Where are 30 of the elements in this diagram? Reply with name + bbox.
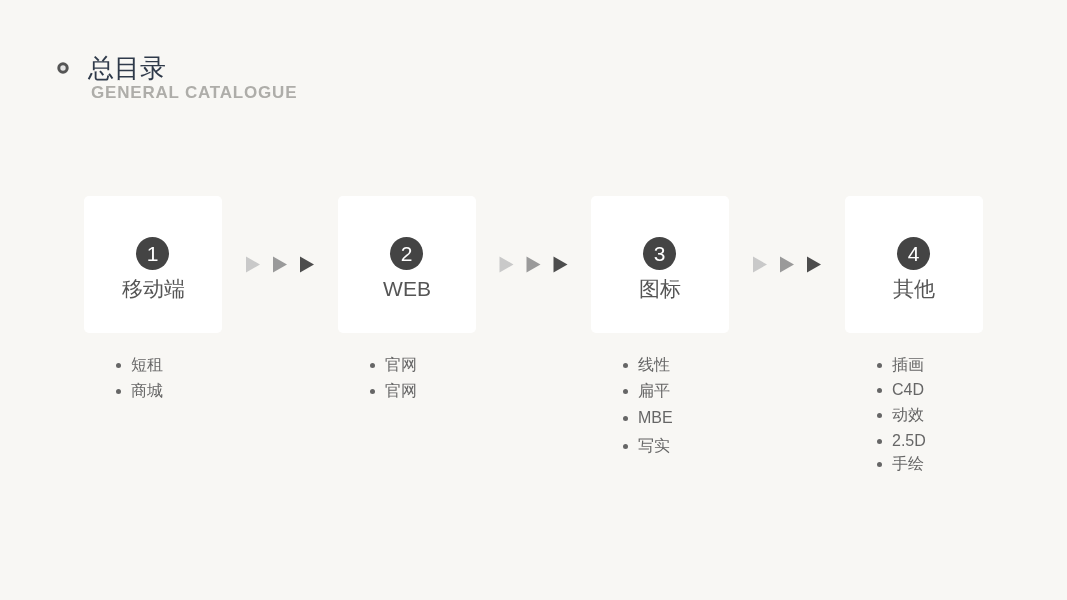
list-item: 写实 xyxy=(638,436,670,456)
subtitle: GENERAL CATALOGUE xyxy=(91,83,298,103)
chevron-arrow xyxy=(246,256,314,273)
category-card xyxy=(591,196,729,333)
list-item: 线性 xyxy=(638,355,670,375)
number-badge: 2 xyxy=(390,237,423,270)
list-item: 官网 xyxy=(385,381,417,401)
list-item: C4D xyxy=(892,380,924,400)
title: 总目录 xyxy=(88,52,166,85)
category-card xyxy=(845,196,983,333)
list-item: 商城 xyxy=(131,381,163,401)
category-title: 移动端 xyxy=(120,276,186,302)
list-item: 手绘 xyxy=(892,454,924,474)
category-title: 其他 xyxy=(892,276,936,302)
list-item: 短租 xyxy=(131,355,163,375)
chevron-arrow xyxy=(499,256,568,273)
list-item: 动效 xyxy=(892,405,924,425)
category-title: 图标 xyxy=(638,276,682,302)
category-card xyxy=(338,196,476,333)
category-card xyxy=(84,196,222,333)
list-item: MBE xyxy=(638,408,673,428)
chevron-arrow xyxy=(753,256,821,273)
category-title: WEB xyxy=(382,276,432,302)
number-badge: 3 xyxy=(643,237,676,270)
list-item: 2.5D xyxy=(892,431,926,451)
list-item: 官网 xyxy=(385,355,417,375)
list-item: 插画 xyxy=(892,355,924,375)
number-badge: 1 xyxy=(136,237,169,270)
number-badge: 4 xyxy=(897,237,930,270)
list-item: 扁平 xyxy=(638,381,670,401)
